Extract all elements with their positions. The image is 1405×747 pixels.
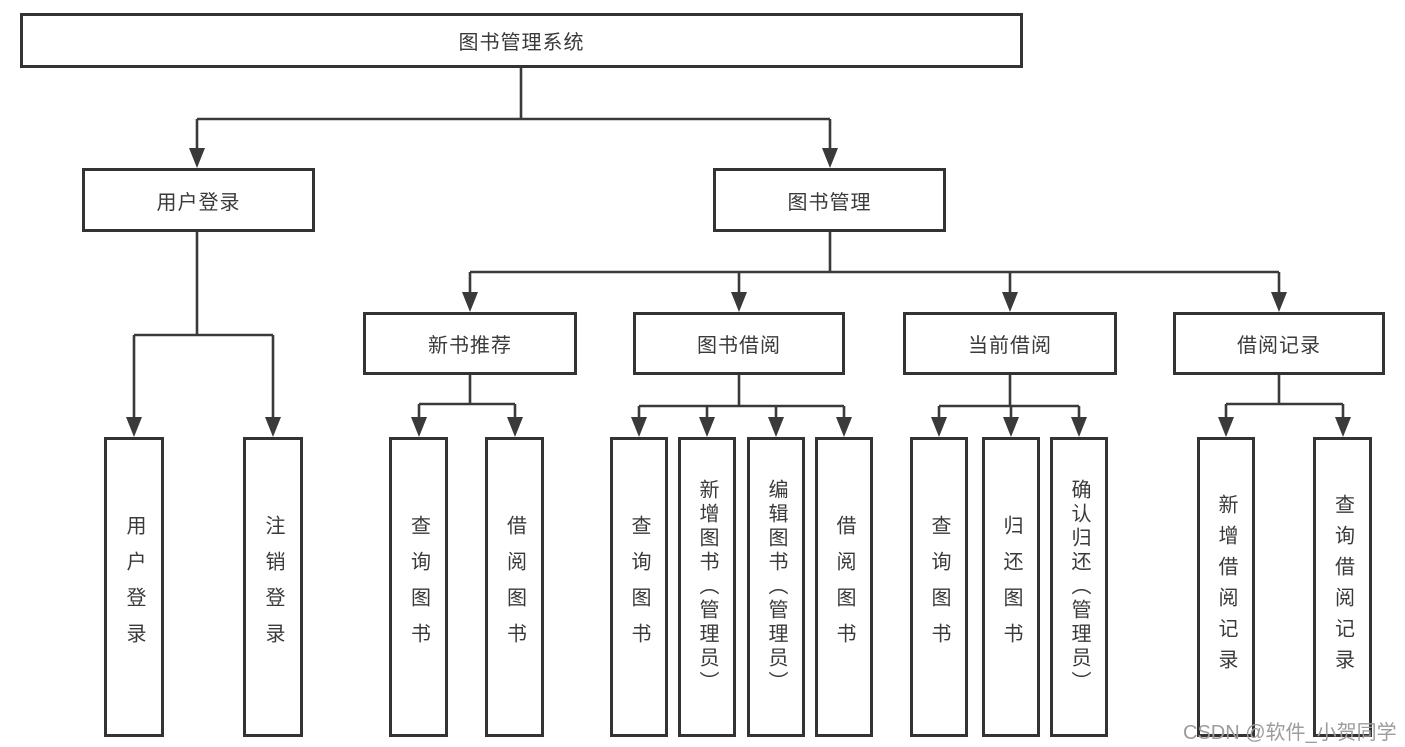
node-label: 新增借阅记录 [1215,494,1237,680]
leaf-user-login: 用户登录 [104,437,164,737]
node-current-borrowing: 当前借阅 [903,312,1117,375]
leaf-confirm-return-admin: 确认归还（管理员） [1050,437,1108,737]
node-label: 查询图书 [407,515,430,659]
node-label: 用户登录 [123,515,145,659]
node-label: 归还图书 [1000,515,1022,659]
leaf-borrow-books: 借阅图书 [815,437,873,737]
node-book-management: 图书管理 [713,168,946,232]
node-user-login: 用户登录 [82,168,315,232]
node-label: 确认归还（管理员） [1068,479,1090,695]
node-label: 注销登录 [262,515,284,659]
leaf-borrow-books-recommendation: 借阅图书 [485,437,544,737]
node-new-book-recommendation: 新书推荐 [363,312,577,375]
leaf-query-books-borrowing: 查询图书 [610,437,668,737]
leaf-add-borrowing-record: 新增借阅记录 [1197,437,1255,737]
node-label: 借阅图书 [503,515,526,659]
node-label: 新增图书（管理员） [696,479,718,695]
csdn-watermark: CSDN @软件_小贺同学 [1183,722,1397,744]
leaf-query-books-current: 查询图书 [910,437,968,737]
leaf-query-books-recommendation: 查询图书 [389,437,448,737]
leaf-logout: 注销登录 [243,437,303,737]
node-borrowing-records: 借阅记录 [1173,312,1385,375]
leaf-query-borrowing-record: 查询借阅记录 [1313,437,1372,737]
node-label: 查询借阅记录 [1331,494,1354,680]
node-label: 用户登录 [156,191,241,214]
node-label: 借阅图书 [833,515,855,659]
node-label: 查询图书 [928,515,950,659]
node-library-management-system: 图书管理系统 [20,13,1023,68]
node-label: 编辑图书（管理员） [765,479,787,695]
node-label: 图书借阅 [697,335,781,357]
node-label: 借阅记录 [1237,335,1321,357]
leaf-edit-books-admin: 编辑图书（管理员） [747,437,805,737]
node-label: 图书管理系统 [458,32,585,54]
node-label: 查询图书 [628,515,650,659]
leaf-add-books-admin: 新增图书（管理员） [678,437,736,737]
node-book-borrowing: 图书借阅 [633,312,845,375]
node-label: 图书管理 [787,191,872,214]
node-label: 新书推荐 [428,335,512,357]
node-label: 当前借阅 [968,335,1052,357]
leaf-return-books: 归还图书 [982,437,1040,737]
